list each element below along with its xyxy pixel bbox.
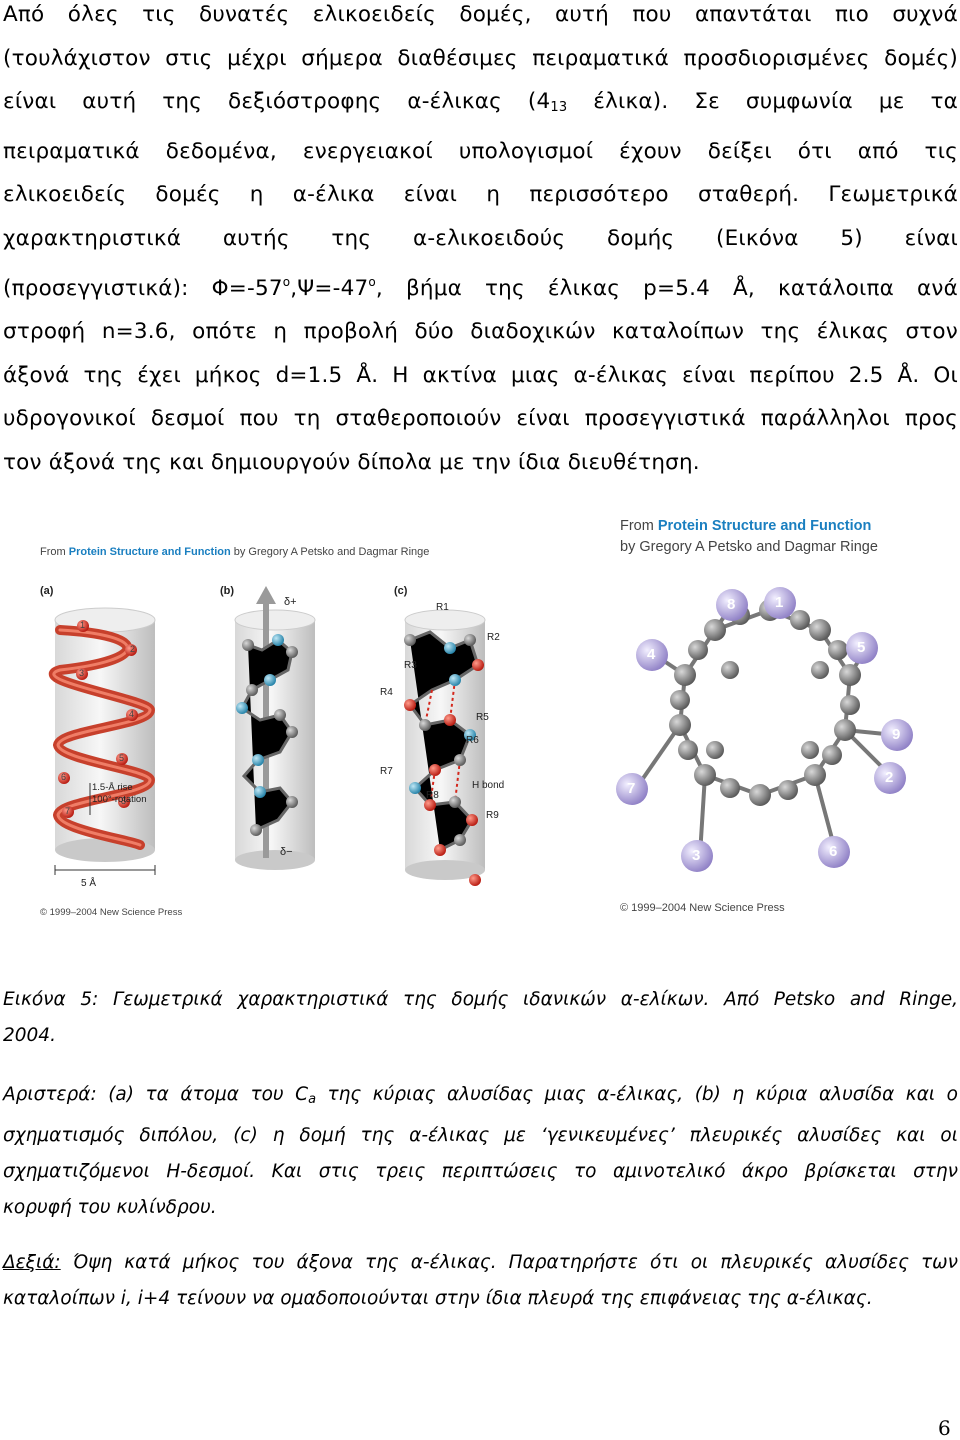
body-line: πειραματικά δεδομένα, ενεργειακοί υπολογ… bbox=[3, 138, 958, 164]
r-label: R7 bbox=[380, 766, 393, 777]
panel-a-label: (a) bbox=[40, 585, 54, 597]
r-label: R4 bbox=[380, 687, 393, 698]
r-label: R2 bbox=[487, 632, 500, 643]
residue-number: 4 bbox=[647, 646, 656, 663]
axis-view-illustration bbox=[616, 587, 913, 872]
residue-number: 2 bbox=[885, 769, 894, 786]
figure-copyright: © 1999–2004 New Science Press bbox=[40, 907, 183, 918]
body-line: (τουλάχιστον στις μέχρι σήμερα διαθέσιμε… bbox=[3, 45, 958, 71]
pitch-label: 5 Å bbox=[81, 878, 97, 889]
r-label: R8 bbox=[426, 790, 439, 801]
helix-axis-view-figure: From Protein Structure and Function by G… bbox=[610, 510, 955, 920]
caption-left-description: Αριστερά: (a) τα άτομα του Ca της κύριας… bbox=[3, 1077, 958, 1226]
caption-line: σχηματισμός διπόλου, (c) η δομή της α-έλ… bbox=[3, 1125, 958, 1146]
caption-line: σχηματιζόμενοι Η-δεσμοί. Και στις τρεις … bbox=[3, 1161, 958, 1182]
dipole-minus-label: δ− bbox=[280, 846, 293, 858]
dipole-plus-label: δ+ bbox=[284, 596, 297, 608]
caption-line: Εικόνα 5: Γεωμετρικά χαρακτηριστικά της … bbox=[3, 989, 958, 1010]
helix-number: 7 bbox=[65, 806, 71, 816]
cylinder-c bbox=[404, 609, 486, 886]
figure-source: From Protein Structure and Function by G… bbox=[40, 546, 430, 558]
helix-number: 8 bbox=[121, 796, 127, 806]
caption-line: 2004. bbox=[3, 1025, 56, 1046]
body-paragraph: Από όλες τις δυνατές ελικοειδείς δομές, … bbox=[3, 0, 958, 485]
body-line: στροφή n=3.6, οπότε η προβολή δύο διαδοχ… bbox=[3, 319, 958, 345]
residue-number: 7 bbox=[627, 780, 636, 797]
helix-figure-left: From Protein Structure and Function by G… bbox=[30, 540, 530, 930]
r-label: R5 bbox=[476, 712, 489, 723]
caption-line: κορυφή του κυλίνδρου. bbox=[3, 1197, 217, 1218]
r-label: R9 bbox=[486, 810, 499, 821]
body-line: ελικοειδείς δομές η α-έλικα είναι η περι… bbox=[3, 182, 958, 208]
hbond-label: H bond bbox=[472, 780, 505, 791]
helix-number: 3 bbox=[79, 668, 85, 678]
caption-right-description: Δεξιά: Όψη κατά μήκος του άξονα της α-έλ… bbox=[3, 1245, 958, 1317]
helix-number: 6 bbox=[61, 772, 67, 782]
residue-number: 6 bbox=[829, 843, 838, 860]
residue-number: 5 bbox=[857, 639, 866, 656]
helix-number: 4 bbox=[129, 709, 135, 719]
caption-line: Δεξιά: Όψη κατά μήκος του άξονα της α-έλ… bbox=[3, 1252, 958, 1273]
helix-residue-markers bbox=[58, 620, 138, 818]
body-line: είναι αυτή της δεξιόστροφης α-έλικας (41… bbox=[3, 89, 958, 116]
page-number: 6 bbox=[938, 1416, 951, 1440]
r-label: R3 bbox=[404, 660, 417, 671]
helix-number: 2 bbox=[130, 644, 136, 654]
residue-balls bbox=[616, 587, 913, 872]
helix-number: 1 bbox=[80, 620, 86, 630]
body-line: υδρογονικοί δεσμοί που τη σταθεροποιούν … bbox=[3, 406, 958, 432]
helix-number: 5 bbox=[119, 753, 125, 763]
r-label: R6 bbox=[466, 735, 479, 746]
figure-caption: Εικόνα 5: Γεωμετρικά χαρακτηριστικά της … bbox=[3, 982, 958, 1054]
caption-right-label: Δεξιά: bbox=[3, 1252, 61, 1273]
residue-number: 3 bbox=[692, 847, 701, 864]
body-line: Από όλες τις δυνατές ελικοειδείς δομές, … bbox=[3, 2, 958, 27]
cylinder-a bbox=[48, 607, 156, 875]
helix-illustration bbox=[48, 586, 486, 886]
body-line: άξονά της έχει μήκος d=1.5 Å. Η ακτίνα μ… bbox=[3, 362, 958, 388]
figure-source: From Protein Structure and Function by G… bbox=[620, 518, 878, 555]
panel-b-label: (b) bbox=[220, 585, 235, 597]
body-line: τον άξονά της και δημιουργούν δίπολα με … bbox=[3, 449, 700, 475]
residue-number: 1 bbox=[775, 594, 784, 611]
residue-number: 9 bbox=[892, 726, 901, 743]
rise-label: 1.5-Å rise bbox=[92, 782, 133, 793]
panel-c-label: (c) bbox=[394, 585, 408, 597]
figure-copyright: © 1999–2004 New Science Press bbox=[620, 902, 785, 914]
body-line: χαρακτηριστικά αυτής της α-ελικοειδούς δ… bbox=[3, 225, 958, 251]
residue-number: 8 bbox=[727, 596, 736, 613]
cylinder-b bbox=[234, 586, 316, 870]
body-line: (προσεγγιστικά): Φ=-57ο,Ψ=-47ο, βήμα της… bbox=[3, 274, 959, 301]
caption-line: Αριστερά: (a) τα άτομα του Ca της κύριας… bbox=[3, 1084, 958, 1107]
caption-line: καταλοίπων i, i+4 τείνουν να ομαδοποιούν… bbox=[3, 1288, 873, 1309]
r-label: R1 bbox=[436, 602, 449, 613]
rotation-label: 100°-rotation bbox=[92, 794, 147, 805]
